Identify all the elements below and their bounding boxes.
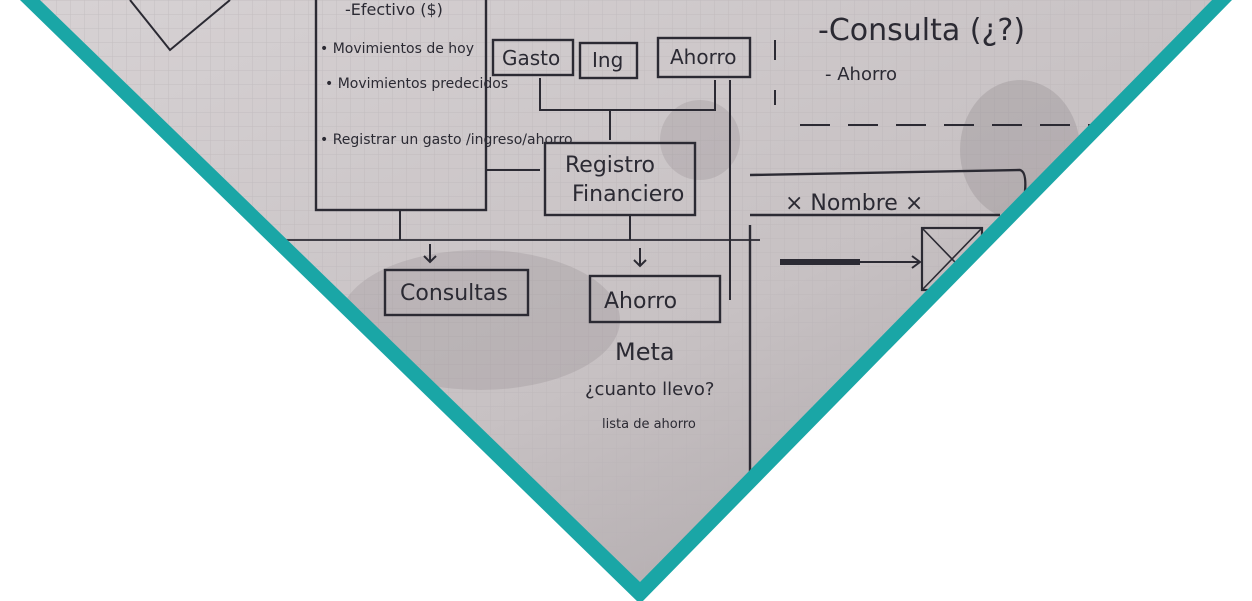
ing-label: Ing <box>592 48 623 72</box>
ahorro-top-label: Ahorro <box>670 45 736 69</box>
ahorro-top-box <box>656 36 752 79</box>
menu-item-3: • Registrar un gasto /ingreso/ahorro <box>320 132 573 148</box>
registro-label: Registro <box>565 153 655 178</box>
nombre-title: × Nombre × <box>785 191 923 216</box>
ahorro-item: - Ahorro <box>825 64 897 85</box>
cuanto-llevo-note: ¿cuanto llevo? <box>585 379 714 400</box>
ahorro-bottom-box <box>588 274 722 324</box>
meta-note: Meta <box>615 338 675 366</box>
registro-financiero-box <box>543 141 697 217</box>
gasto-label: Gasto <box>502 46 560 70</box>
consultas-label: Consultas <box>400 281 508 306</box>
ahorro-bottom-label: Ahorro <box>604 289 677 314</box>
consulta-item: -Consulta (¿?) <box>818 13 1025 48</box>
menu-item-1: • Movimientos de hoy <box>320 41 474 57</box>
gasto-box <box>491 38 575 77</box>
lista-ahorro-note: lista de ahorro <box>602 417 696 432</box>
consultas-box <box>383 268 530 317</box>
financiero-label: Financiero <box>572 182 684 207</box>
menu-top-item: -Efectivo ($) <box>345 0 443 19</box>
menu-item-2: • Movimientos predecidos <box>325 76 508 92</box>
ing-box <box>578 41 639 80</box>
